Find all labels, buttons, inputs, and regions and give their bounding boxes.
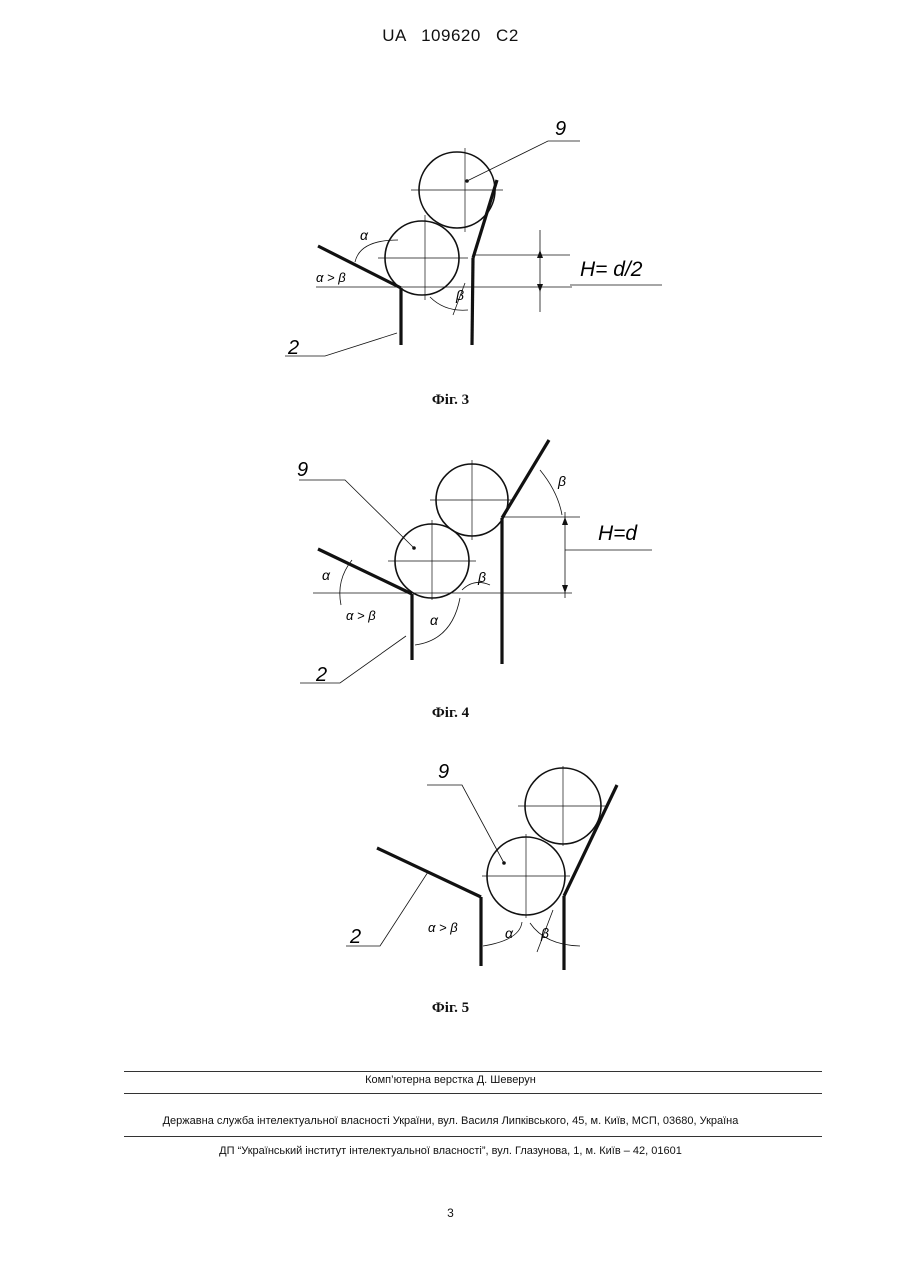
patent-number-header: UA 109620 C2 — [0, 26, 901, 46]
fig4-beta-lower: β — [477, 569, 486, 585]
fig3-alpha-gt-beta: α > β — [316, 270, 346, 285]
footer-divider — [124, 1071, 822, 1072]
layout-credit: Комп’ютерна верстка Д. Шеверун — [0, 1074, 901, 1086]
fig4-ref-2: 2 — [315, 664, 327, 686]
fig5-alpha: α — [505, 925, 514, 941]
fig4-ref-9: 9 — [297, 459, 308, 481]
fig4-alpha-gt-beta: α > β — [346, 608, 376, 623]
institute-address: ДП “Український інститут інтелектуальної… — [0, 1145, 901, 1157]
page-number: 3 — [0, 1206, 901, 1220]
figure-5-caption: Фіг. 5 — [0, 1000, 901, 1017]
fig5-beta: β — [540, 925, 549, 941]
fig3-ref-2: 2 — [287, 337, 299, 359]
agency-address: Державна служба інтелектуальної власност… — [0, 1115, 901, 1127]
fig4-alpha: α — [322, 567, 331, 583]
figure-3-drawing: 9 2 α α > β β H= d/2 — [0, 100, 901, 390]
fig4-height-label: H=d — [598, 522, 638, 545]
fig3-height-label: H= d/2 — [580, 258, 643, 281]
figure-4-caption: Фіг. 4 — [0, 705, 901, 722]
fig5-ref-2: 2 — [349, 926, 361, 948]
fig5-ref-9: 9 — [438, 761, 449, 783]
fig4-beta: β — [557, 473, 566, 489]
figure-4-drawing: 9 2 α α > β α β β H=d — [0, 430, 901, 695]
fig5-alpha-gt-beta: α > β — [428, 920, 458, 935]
footer-divider — [124, 1093, 822, 1094]
figure-5-drawing: 9 2 α > β α β — [0, 755, 901, 975]
figure-3-caption: Фіг. 3 — [0, 392, 901, 409]
fig3-alpha: α — [360, 227, 369, 243]
fig4-alpha-lower: α — [430, 612, 439, 628]
footer-divider — [124, 1136, 822, 1137]
fig3-beta: β — [455, 287, 464, 303]
fig3-ref-9: 9 — [555, 118, 566, 140]
